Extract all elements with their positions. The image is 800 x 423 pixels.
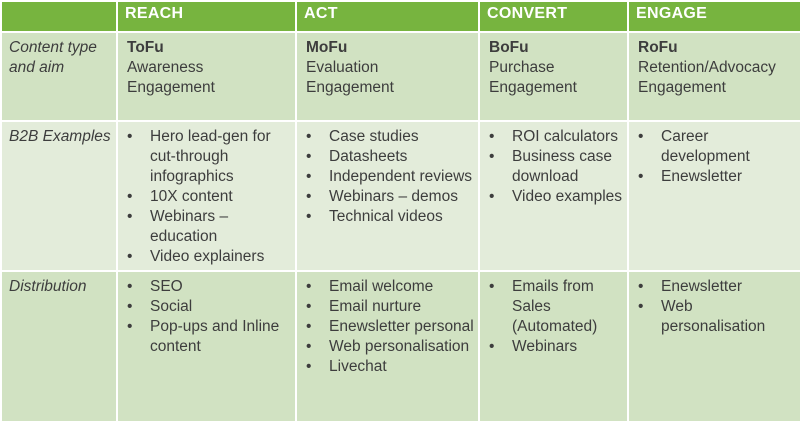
stage-line: Engagement — [489, 79, 577, 96]
stage-title: RoFu — [638, 39, 678, 56]
list-item: Video examples — [489, 187, 623, 207]
row-content-type: Content type and aim ToFu Awareness Enga… — [0, 31, 800, 122]
list-item: Enewsletter personal — [306, 317, 474, 337]
bullet-list: Career development Enewsletter — [638, 127, 796, 187]
cell-convert: BoFu Purchase Engagement — [478, 31, 629, 122]
list-item: Email welcome — [306, 277, 474, 297]
stage-line: Engagement — [638, 79, 726, 96]
list-item: Career development — [638, 127, 796, 167]
list-item: Webinars – education — [127, 207, 291, 247]
row-distribution: Distribution SEO Social Pop-ups and Inli… — [0, 270, 800, 423]
list-item: Case studies — [306, 127, 474, 147]
list-item: Hero lead-gen for cut-through infographi… — [127, 127, 291, 187]
list-item: Email nurture — [306, 297, 474, 317]
stage-line: Purchase — [489, 59, 555, 76]
list-item: Emails from Sales (Automated) — [489, 277, 623, 337]
bullet-list: Emails from Sales (Automated) Webinars — [489, 277, 623, 357]
row-label: Content type and aim — [0, 31, 118, 122]
list-item: Social — [127, 297, 291, 317]
stage-line: Retention/Advocacy — [638, 59, 776, 76]
cell-act: Email welcome Email nurture Enewsletter … — [295, 270, 480, 423]
stage-line: Awareness — [127, 59, 204, 76]
cell-engage: RoFu Retention/Advocacy Engagement — [627, 31, 800, 122]
list-item: Enewsletter — [638, 167, 796, 187]
stage-title: BoFu — [489, 39, 529, 56]
list-item: Datasheets — [306, 147, 474, 167]
list-item: SEO — [127, 277, 291, 297]
stage-title: MoFu — [306, 39, 348, 56]
list-item: Web personalisation — [638, 297, 796, 337]
header-engage: ENGAGE — [627, 0, 800, 33]
list-item: Independent reviews — [306, 167, 474, 187]
row-b2b-examples: B2B Examples Hero lead-gen for cut-throu… — [0, 120, 800, 272]
cell-act: Case studies Datasheets Independent revi… — [295, 120, 480, 272]
list-item: ROI calculators — [489, 127, 623, 147]
list-item: Webinars – demos — [306, 187, 474, 207]
bullet-list: SEO Social Pop-ups and Inline content — [127, 277, 291, 357]
stage-line: Engagement — [306, 79, 394, 96]
list-item: Web personalisation — [306, 337, 474, 357]
cell-reach: Hero lead-gen for cut-through infographi… — [116, 120, 297, 272]
cell-convert: ROI calculators Business case download V… — [478, 120, 629, 272]
cell-convert: Emails from Sales (Automated) Webinars — [478, 270, 629, 423]
header-reach: REACH — [116, 0, 297, 33]
stage-title: ToFu — [127, 39, 164, 56]
header-corner — [0, 0, 118, 33]
list-item: Enewsletter — [638, 277, 796, 297]
list-item: Business case download — [489, 147, 623, 187]
list-item: Livechat — [306, 357, 474, 377]
list-item: Pop-ups and Inline content — [127, 317, 291, 357]
stage-line: Evaluation — [306, 59, 379, 76]
list-item: Technical videos — [306, 207, 474, 227]
list-item: Video explainers — [127, 247, 291, 267]
bullet-list: ROI calculators Business case download V… — [489, 127, 623, 207]
row-label: Distribution — [0, 270, 118, 423]
stage-line: Engagement — [127, 79, 215, 96]
cell-engage: Enewsletter Web personalisation — [627, 270, 800, 423]
bullet-list: Case studies Datasheets Independent revi… — [306, 127, 474, 227]
cell-engage: Career development Enewsletter — [627, 120, 800, 272]
bullet-list: Hero lead-gen for cut-through infographi… — [127, 127, 291, 267]
header-convert: CONVERT — [478, 0, 629, 33]
header-act: ACT — [295, 0, 480, 33]
header-row: REACH ACT CONVERT ENGAGE — [0, 0, 800, 33]
cell-reach: SEO Social Pop-ups and Inline content — [116, 270, 297, 423]
bullet-list: Enewsletter Web personalisation — [638, 277, 796, 337]
bullet-list: Email welcome Email nurture Enewsletter … — [306, 277, 474, 377]
cell-act: MoFu Evaluation Engagement — [295, 31, 480, 122]
list-item: Webinars — [489, 337, 623, 357]
row-label: B2B Examples — [0, 120, 118, 272]
list-item: 10X content — [127, 187, 291, 207]
cell-reach: ToFu Awareness Engagement — [116, 31, 297, 122]
